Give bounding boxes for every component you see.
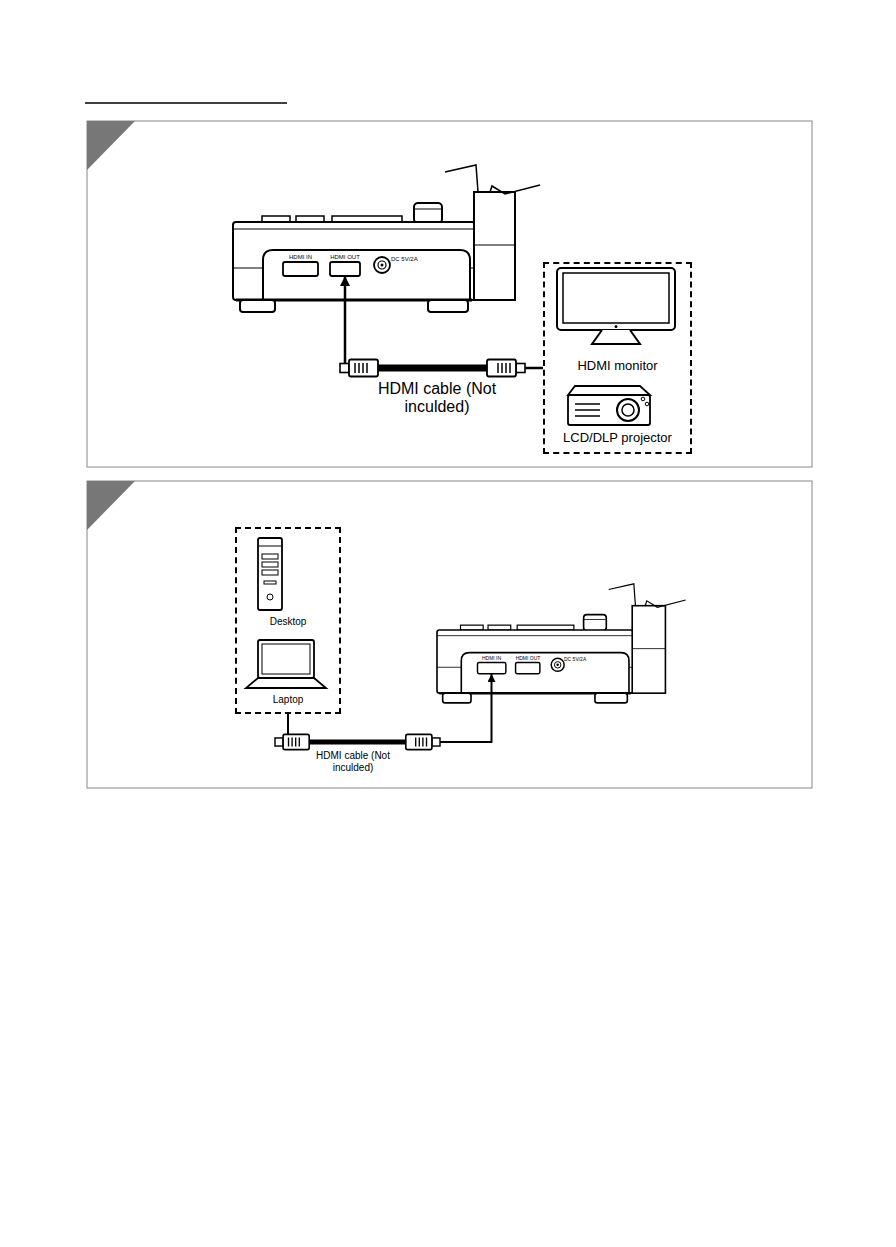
- port-label: HDMI IN: [281, 254, 320, 276]
- device-label: HDMI monitor: [545, 358, 690, 374]
- port-label: HDMI OUT: [514, 656, 542, 674]
- port-label: HDMI OUT: [328, 254, 362, 276]
- port-text: DC 5V/2A: [373, 256, 435, 262]
- device-label: LCD/DLP projector: [545, 430, 690, 446]
- hdmi-cable: [345, 276, 543, 368]
- port-text: HDMI OUT: [328, 254, 362, 260]
- port-text: HDMI IN: [476, 656, 507, 661]
- power-jack: DC 5V/2A: [551, 657, 601, 672]
- port-text: HDMI IN: [281, 254, 320, 260]
- port-text: DC 5V/2A: [551, 657, 601, 662]
- power-jack: DC 5V/2A: [373, 256, 435, 274]
- source-group: DesktopLaptop: [235, 527, 341, 714]
- port-label: HDMI IN: [476, 656, 507, 674]
- device-label: Laptop: [237, 694, 339, 706]
- device-label: Desktop: [237, 616, 339, 628]
- hdmi-cable: [288, 674, 492, 742]
- port-text: HDMI OUT: [514, 656, 542, 661]
- cable-label: HDMI cable (Not inculded): [315, 750, 391, 773]
- display-group: HDMI monitorLCD/DLP projector: [543, 262, 692, 454]
- cable-label: HDMI cable (Not inculded): [376, 380, 498, 417]
